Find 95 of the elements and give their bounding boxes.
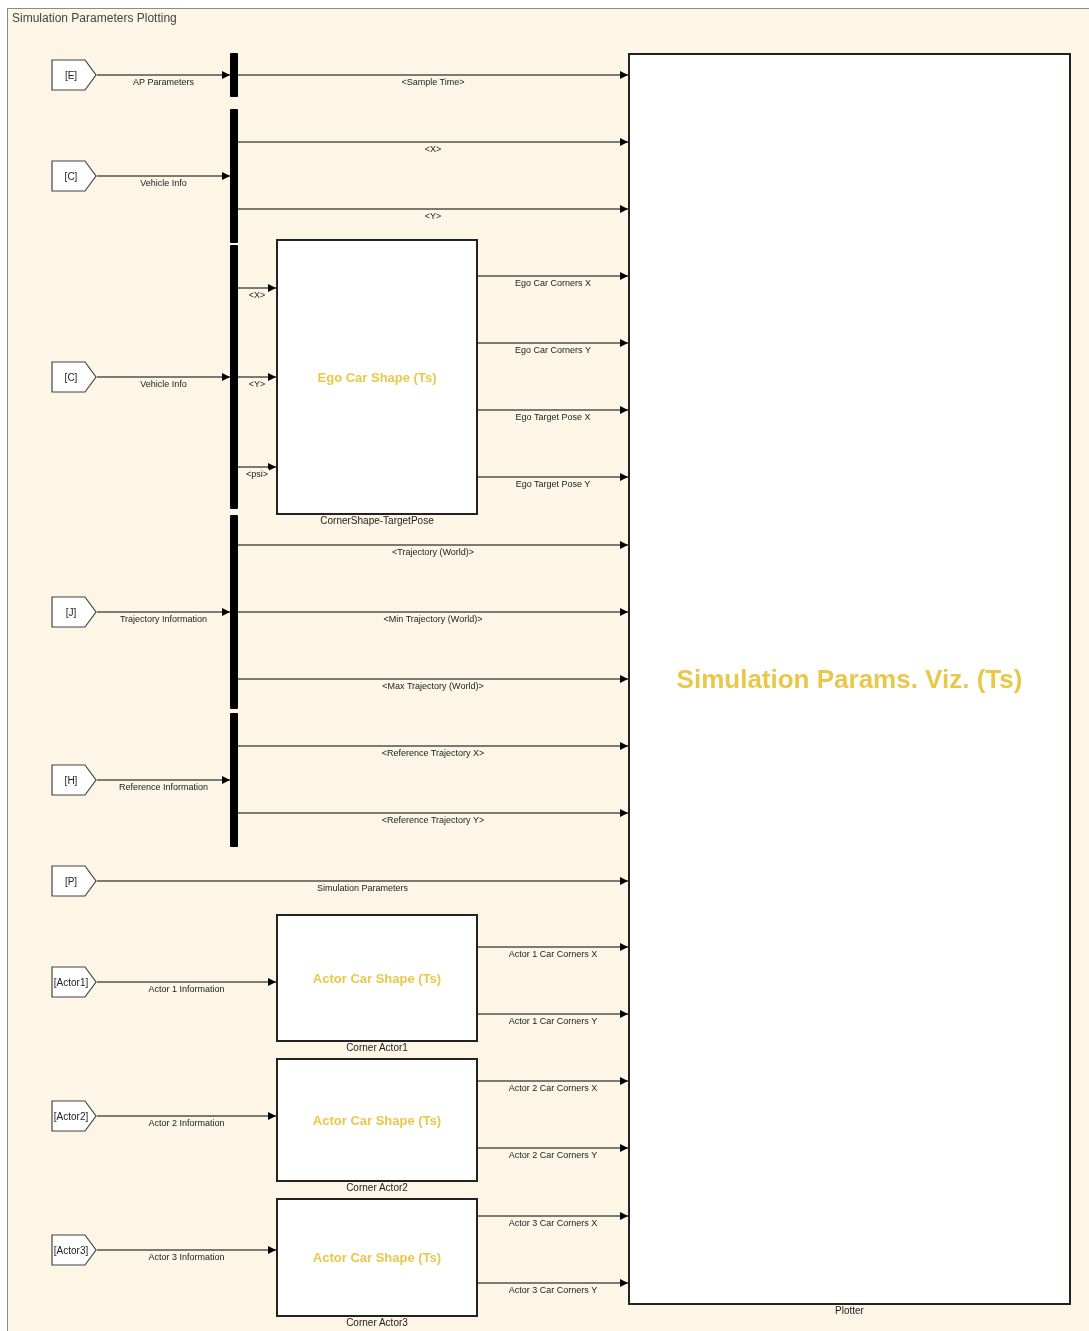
edge-label: Actor 3 Information [147, 1252, 226, 1263]
edge-label: Ego Car Corners X [514, 278, 592, 289]
signal-arrow [477, 1144, 629, 1152]
signal-arrow [96, 608, 231, 616]
bus-selector-bar [230, 245, 238, 509]
bus-selector-bar [230, 515, 238, 709]
bus-selector-bar [230, 53, 238, 97]
edge-label: Simulation Parameters [316, 883, 409, 894]
signal-arrow [477, 943, 629, 951]
block-name: Corner Actor3 [346, 1317, 408, 1329]
edge-label: <psi> [245, 469, 269, 480]
bus-selector-bar [230, 713, 238, 847]
from-tag [51, 1100, 97, 1132]
edge-label: <Min Trajectory (World)> [382, 614, 484, 625]
edge-label: <Trajectory (World)> [391, 547, 475, 558]
tag-label: [Actor3] [53, 1244, 90, 1256]
subsystem-area [7, 8, 1089, 1331]
edge-label: Ego Target Pose Y [514, 479, 592, 490]
signal-arrow [96, 1112, 277, 1120]
tag-label: [C] [64, 170, 79, 182]
signal-arrow [477, 1010, 629, 1018]
edge-label: <Y> [247, 379, 267, 390]
edge-label: <Reference Trajectory Y> [380, 815, 486, 826]
edge-label: <Sample Time> [400, 77, 466, 88]
signal-arrow [477, 1279, 629, 1287]
signal-arrow [237, 463, 277, 471]
from-tag [51, 596, 97, 628]
from-tag [51, 160, 97, 192]
edge-label: Actor 3 Car Corners Y [507, 1285, 599, 1296]
edge-label: Reference Information [118, 782, 209, 793]
signal-arrow [96, 71, 231, 79]
signal-arrow [237, 608, 629, 616]
edge-label: <Y> [423, 211, 443, 222]
edge-label: Actor 2 Information [147, 1118, 226, 1129]
edge-label: Vehicle Info [139, 379, 188, 390]
edge-label: <Reference Trajectory X> [380, 748, 486, 759]
block-title: Actor Car Shape (Ts) [312, 970, 442, 986]
edge-label: <Max Trajectory (World)> [381, 681, 485, 692]
edge-label: Ego Target Pose X [514, 412, 592, 423]
signal-arrow [237, 138, 629, 146]
signal-arrow [477, 272, 629, 280]
signal-arrow [477, 1212, 629, 1220]
block-name: Corner Actor1 [346, 1042, 408, 1054]
edge-label: AP Parameters [132, 77, 195, 88]
block-name: Corner Actor2 [346, 1182, 408, 1194]
block-name: Plotter [835, 1305, 864, 1317]
tag-label: [Actor1] [53, 976, 90, 988]
bus-selector-bar [230, 109, 238, 243]
from-tag [51, 361, 97, 393]
edge-label: Actor 3 Car Corners X [507, 1218, 599, 1229]
signal-arrow [477, 406, 629, 414]
edge-label: Ego Car Corners Y [514, 345, 592, 356]
edge-label: Trajectory Information [118, 614, 209, 625]
from-tag [51, 865, 97, 897]
tag-label: [C] [64, 371, 79, 383]
signal-arrow [237, 284, 277, 292]
edge-label: <X> [423, 144, 443, 155]
signal-arrow [96, 373, 231, 381]
signal-arrow [237, 205, 629, 213]
signal-arrow [237, 541, 629, 549]
from-tag [51, 1234, 97, 1266]
signal-arrow [237, 373, 277, 381]
edge-label: Actor 1 Car Corners X [507, 949, 599, 960]
block-title: Simulation Params. Viz. (Ts) [676, 663, 1023, 695]
block-title: Actor Car Shape (Ts) [312, 1250, 442, 1265]
signal-arrow [237, 71, 629, 79]
tag-label: [H] [64, 774, 79, 786]
tag-label: [E] [64, 69, 79, 81]
edge-label: Actor 1 Car Corners Y [507, 1016, 599, 1027]
block-name: CornerShape-TargetPose [320, 515, 434, 527]
from-tag [51, 59, 97, 91]
signal-arrow [96, 978, 277, 986]
signal-arrow [477, 473, 629, 481]
signal-arrow [477, 339, 629, 347]
signal-arrow [237, 809, 629, 817]
signal-arrow [96, 172, 231, 180]
signal-arrow [96, 1246, 277, 1254]
from-tag [51, 966, 97, 998]
tag-label: [J] [65, 606, 78, 618]
edge-label: Actor 2 Car Corners X [507, 1083, 599, 1094]
block-title: Actor Car Shape (Ts) [312, 1112, 442, 1128]
tag-label: [Actor2] [53, 1110, 90, 1122]
signal-arrow [237, 675, 629, 683]
area-title: Simulation Parameters Plotting [12, 11, 177, 25]
edge-label: Actor 1 Information [147, 984, 226, 995]
edge-label: <X> [247, 290, 267, 301]
signal-arrow [96, 877, 629, 885]
signal-arrow [237, 742, 629, 750]
tag-label: [P] [64, 875, 79, 887]
edge-label: Vehicle Info [139, 178, 188, 189]
edge-label: Actor 2 Car Corners Y [507, 1150, 599, 1161]
block-title: Ego Car Shape (Ts) [317, 369, 437, 385]
signal-arrow [477, 1077, 629, 1085]
from-tag [51, 764, 97, 796]
signal-arrow [96, 776, 231, 784]
